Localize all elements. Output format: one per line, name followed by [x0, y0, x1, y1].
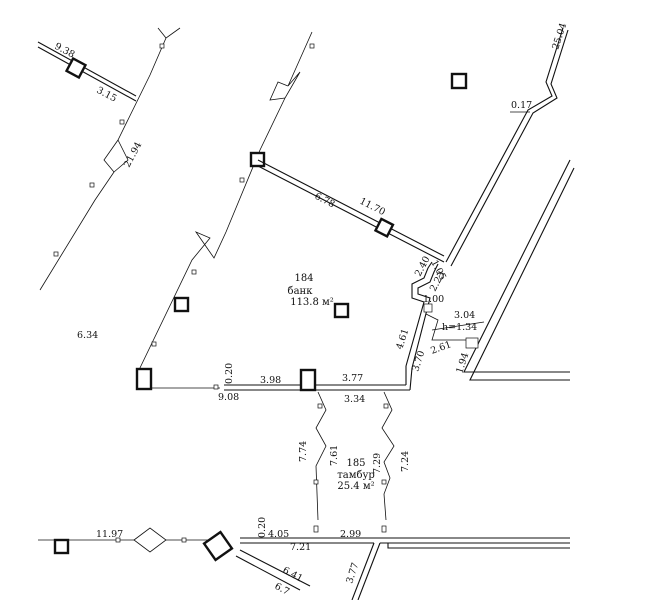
dimension-labels: 9.38 3.15 21.94 25.04 0.17 6.78 11.70 2.…	[53, 22, 570, 598]
dimension-label: h=1.34	[442, 322, 477, 333]
wall-entrance	[405, 261, 485, 369]
dimension-label: 6.34	[77, 330, 98, 341]
dimension-label: 3.70	[410, 349, 427, 373]
column	[249, 151, 266, 168]
dimension-label: 7.61	[329, 445, 340, 466]
dimension-label: 2.99	[340, 529, 361, 540]
column	[173, 296, 190, 313]
dimension-label: 9.08	[218, 392, 239, 403]
room-name: банк	[288, 286, 314, 297]
dimension-label: 2.61	[429, 339, 453, 357]
room-184-label: 184 банк 113.8 м²	[288, 273, 334, 308]
wall-left-diagonal	[39, 27, 181, 291]
room-area: 25.4 м²	[337, 481, 374, 492]
dimension-label: 7.24	[400, 451, 411, 472]
dimension-label: 11.70	[358, 196, 387, 218]
wall-bank-right	[445, 27, 569, 267]
wall-tambour	[313, 391, 395, 533]
dimension-label: 0.20	[257, 517, 268, 538]
column	[135, 367, 153, 391]
dimension-label: 7.29	[372, 453, 383, 474]
dimension-label: 3.15	[95, 85, 119, 105]
wall-right-outer	[463, 159, 575, 381]
room-number: 184	[294, 273, 313, 284]
wall-bank-left	[137, 31, 315, 373]
dimension-label: 1.00	[423, 294, 444, 305]
dimension-label: 3.77	[342, 373, 363, 384]
dimension-label: 7.21	[290, 542, 311, 553]
room-185-label: 185 тамбур 25.4 м²	[337, 458, 375, 492]
dimension-label: 4.61	[394, 327, 411, 351]
wall-bank-top	[257, 159, 445, 263]
dimension-label: 11.97	[96, 529, 123, 540]
wall-top-left	[37, 41, 137, 102]
column	[53, 538, 70, 555]
dimension-label: 0.17	[511, 100, 532, 111]
column	[333, 302, 350, 319]
column	[450, 72, 468, 90]
wall-bottom	[235, 537, 570, 600]
room-area: 113.8 м²	[290, 297, 334, 308]
dimension-label: 0.20	[224, 363, 235, 384]
column	[373, 217, 395, 239]
room-number: 185	[346, 458, 365, 469]
dimension-label: 7.74	[298, 441, 309, 462]
column	[64, 56, 88, 80]
dimension-label: 3.98	[260, 375, 281, 386]
room-name: тамбур	[337, 470, 375, 481]
column	[202, 530, 234, 562]
dimension-label: 3.04	[454, 310, 475, 321]
column	[299, 368, 317, 392]
dimension-label: 3.34	[344, 394, 365, 405]
dimension-label: 6.78	[313, 191, 337, 210]
dimension-label: 4.05	[268, 529, 289, 540]
